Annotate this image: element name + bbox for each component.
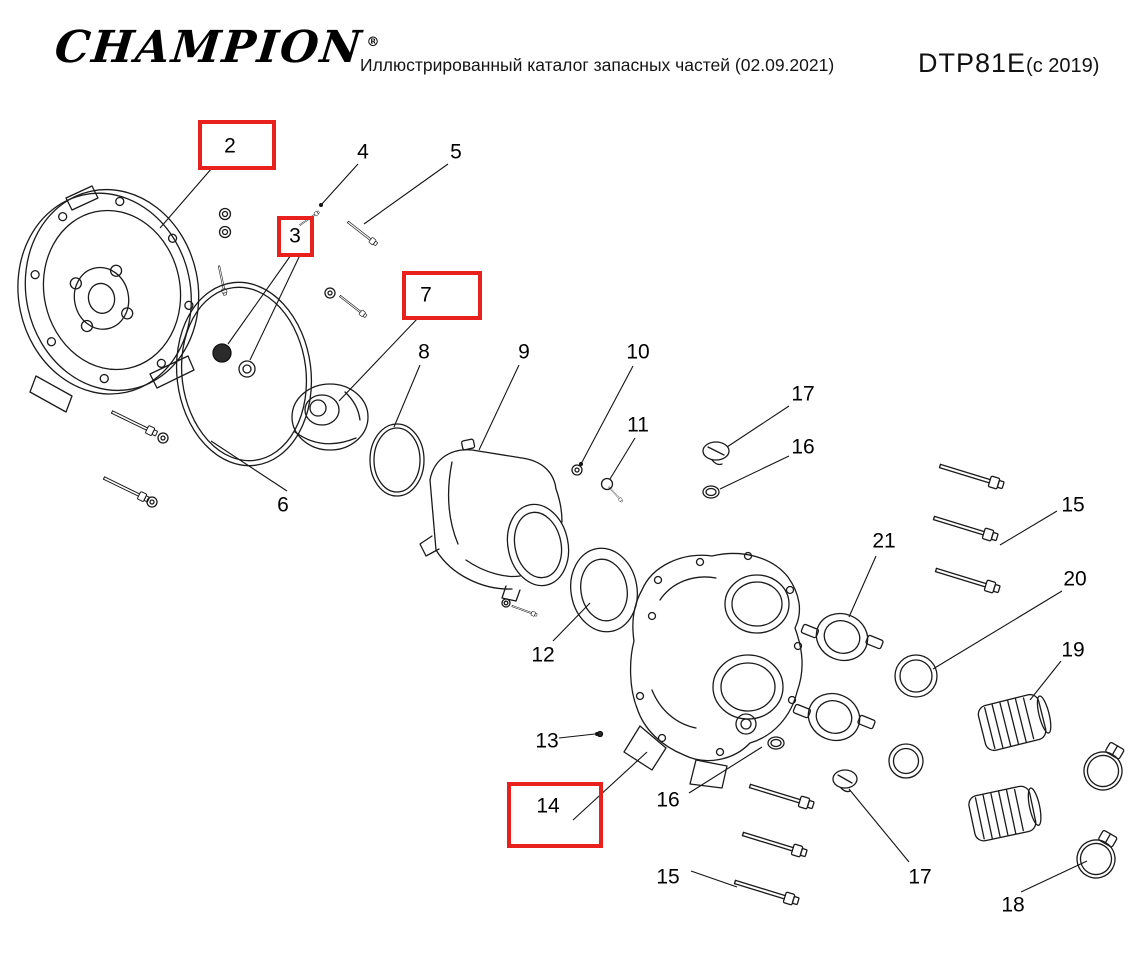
model-name: DTP81E bbox=[918, 48, 1027, 78]
plug-part17-bottom-drawing bbox=[832, 769, 858, 793]
coupling-rings-part21-drawing bbox=[787, 600, 889, 754]
plug-part17-top-drawing bbox=[702, 441, 730, 466]
hose-clamps-part18-drawing bbox=[1069, 735, 1129, 886]
highlight-box-7 bbox=[402, 271, 482, 320]
housing-part9-drawing bbox=[419, 438, 570, 618]
leader-lines bbox=[159, 163, 1088, 893]
bolts-part15-top-drawing bbox=[931, 460, 1006, 596]
model-block: DTP81E (с 2019) bbox=[918, 48, 1099, 79]
highlight-box-2 bbox=[198, 120, 276, 170]
oring-part8-drawing bbox=[369, 423, 425, 497]
washer-part10-bolt-part11-drawing bbox=[571, 464, 624, 504]
catalog-title: Иллюстрированный каталог запасных частей… bbox=[360, 55, 835, 75]
top-fasteners-drawing bbox=[216, 207, 379, 319]
bolts-part15-bottom-drawing bbox=[732, 780, 816, 908]
gasket-part6-drawing bbox=[175, 281, 313, 467]
pump-body-part14-drawing bbox=[623, 551, 803, 789]
oring-part16-top-drawing bbox=[702, 485, 720, 499]
model-year-note: (с 2019) bbox=[1026, 55, 1100, 77]
seal-part12-drawing bbox=[570, 547, 638, 633]
seal-parts3-drawing bbox=[212, 343, 256, 378]
highlight-box-14 bbox=[507, 782, 603, 848]
hose-adapters-part19-drawing bbox=[966, 690, 1056, 844]
oring-part16-bottom-drawing bbox=[767, 736, 785, 750]
highlight-layer bbox=[198, 120, 603, 848]
pump-cover-part2-drawing bbox=[17, 185, 200, 413]
highlight-box-3 bbox=[277, 216, 314, 257]
orings-part20-drawing bbox=[888, 654, 938, 779]
impeller-part7-drawing bbox=[291, 383, 369, 451]
cover-bolts-drawing bbox=[101, 407, 169, 508]
